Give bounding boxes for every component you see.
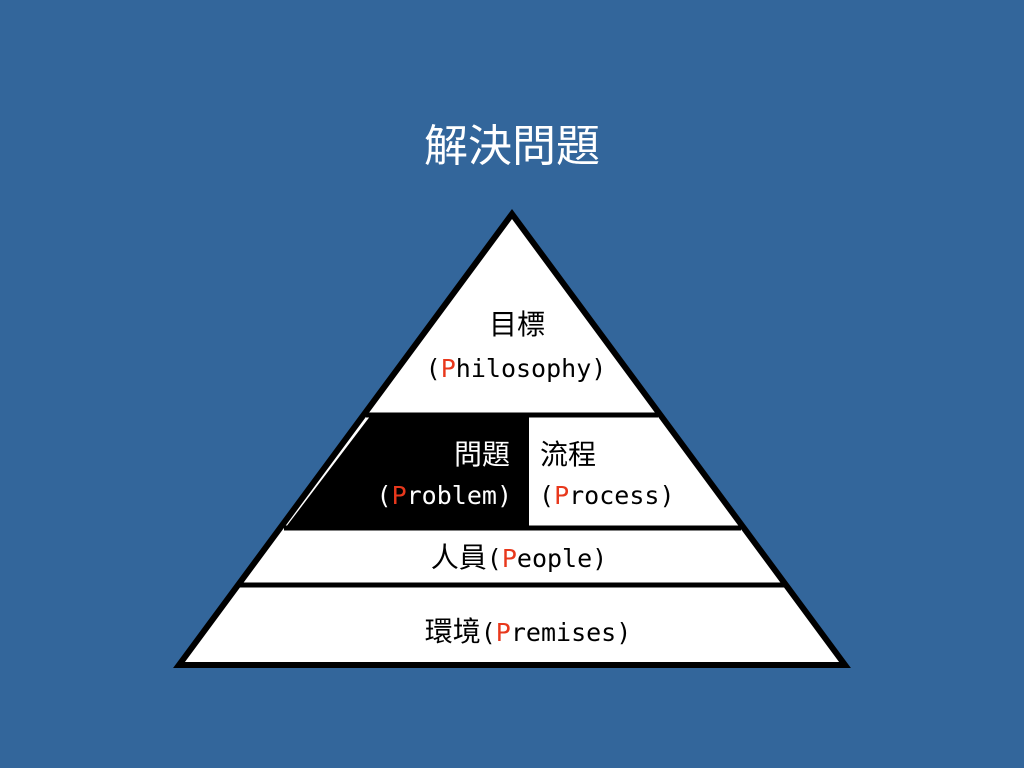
problem-cell (286, 415, 527, 527)
slide-title: 解決問題 (424, 121, 600, 172)
people-label: 人員(People) (431, 541, 607, 574)
philosophy-label: (Philosophy) (426, 354, 607, 383)
problem-zh: 問題 (454, 438, 510, 471)
process-label: (Process) (539, 481, 675, 510)
problem-label: (Problem) (377, 481, 513, 510)
process-zh: 流程 (540, 438, 596, 471)
premises-label: 環境(Premises) (425, 615, 632, 648)
philosophy-zh: 目標 (489, 308, 545, 341)
